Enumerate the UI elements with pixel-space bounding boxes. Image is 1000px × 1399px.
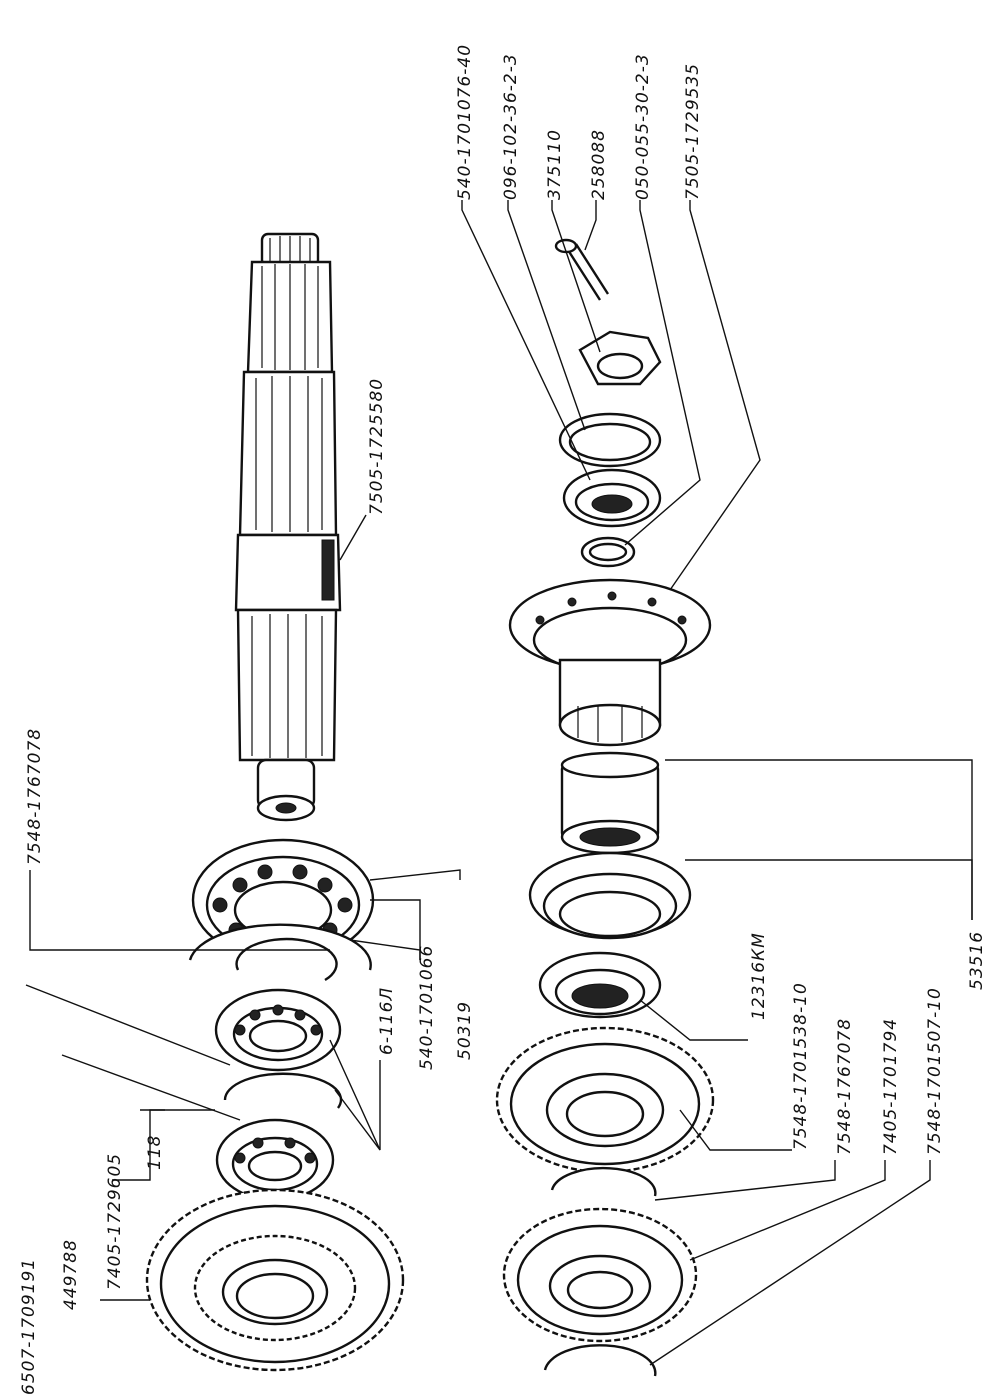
bearing-race-sleeve — [560, 751, 660, 855]
washer-large — [558, 412, 662, 468]
label-l14: 540-1701066 — [417, 945, 437, 1070]
right-gear-upper — [495, 1026, 715, 1174]
label-l17: 7548-1701538-10 — [791, 982, 811, 1150]
cotter-pin — [554, 238, 610, 301]
right-gear-lower — [502, 1207, 698, 1343]
label-l13: 6-116Л — [377, 987, 397, 1055]
label-l15: 50319 — [455, 1001, 475, 1060]
main-shaft — [234, 232, 342, 822]
left-snap-ring-small — [223, 1072, 343, 1109]
label-l12: 118 — [145, 1135, 165, 1170]
label-l05: 050-055-30-2-3 — [633, 53, 653, 200]
label-l04: 258088 — [589, 129, 609, 200]
label-l10: 449788 — [61, 1239, 81, 1310]
label-l07: 7505-1725580 — [367, 378, 387, 515]
label-l06: 7505-1729535 — [683, 63, 703, 200]
roller-cone — [538, 951, 662, 1019]
right-snap-ring-mid — [550, 1166, 657, 1197]
part-labels: 540-1701076-40 096-102-36-2-3 375110 258… — [19, 44, 987, 1395]
label-l20: 7548-1701507-10 — [925, 987, 945, 1155]
o-ring — [580, 536, 636, 568]
flange — [508, 578, 712, 747]
left-bearing-bottom — [215, 1118, 335, 1202]
label-l01: 540-1701076-40 — [455, 44, 475, 200]
label-l09: 6507-1709191 — [19, 1258, 39, 1395]
label-l08: 7548-1767078 — [25, 728, 45, 865]
leader-lines — [25, 200, 973, 1366]
right-snap-ring-bottom — [543, 1344, 657, 1377]
left-snap-ring-large — [188, 923, 372, 982]
oil-seal — [562, 468, 662, 528]
label-l18: 7548-1767078 — [835, 1018, 855, 1155]
bearing-cup — [528, 851, 692, 940]
label-l03: 375110 — [545, 129, 565, 200]
left-bearing-small — [214, 988, 342, 1072]
label-l11: 7405-1729605 — [105, 1153, 125, 1290]
castle-nut — [578, 330, 662, 386]
label-l21: 53516 — [967, 931, 987, 990]
label-l02: 096-102-36-2-3 — [501, 53, 521, 200]
label-l19: 7405-1701794 — [881, 1018, 901, 1155]
label-l16: 12316КМ — [749, 932, 769, 1020]
left-gear — [145, 1188, 405, 1372]
